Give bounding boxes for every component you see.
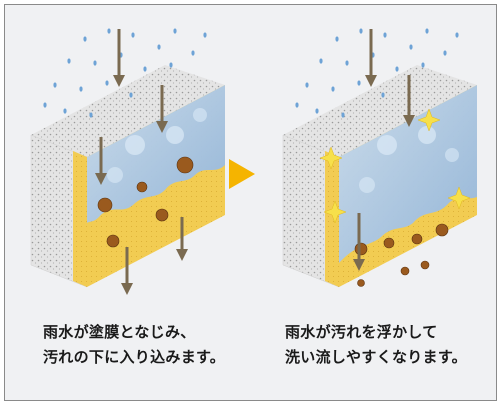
caption-before: 雨水が塗膜となじみ、 汚れの下に入り込みます。 <box>43 320 225 370</box>
coating-layer-side <box>325 151 339 287</box>
coating-wall-before <box>30 28 225 295</box>
caption-before-line2: 汚れの下に入り込みます。 <box>43 348 226 366</box>
wall-top-face <box>283 65 477 157</box>
rain-direction-arrows <box>95 29 188 295</box>
raindrop-icon <box>295 28 459 118</box>
rain-direction-arrows <box>353 29 415 271</box>
wall-top-face <box>31 65 225 157</box>
illustration-frame: 雨水が塗膜となじみ、 汚れの下に入り込みます。 雨水が汚れを浮かして 洗い流しや… <box>4 4 497 401</box>
dirt-particles <box>97 156 194 248</box>
panel-before <box>25 25 225 305</box>
caption-after-line2: 洗い流しやすくなります。 <box>285 348 467 366</box>
caption-after-line1: 雨水が汚れを浮かして <box>285 323 438 341</box>
transition-arrow-icon <box>229 159 255 189</box>
dirt-particles <box>354 223 449 287</box>
coating-wall-after <box>282 28 477 288</box>
caption-after: 雨水が汚れを浮かして 洗い流しやすくなります。 <box>285 320 467 370</box>
caption-before-line1: 雨水が塗膜となじみ、 <box>43 323 196 341</box>
water-film <box>339 85 477 263</box>
panel-after <box>277 25 477 305</box>
raindrop-icon <box>43 28 207 118</box>
coating-layer-side <box>73 151 87 287</box>
water-film <box>87 85 225 223</box>
sparkle-icon <box>319 108 471 224</box>
